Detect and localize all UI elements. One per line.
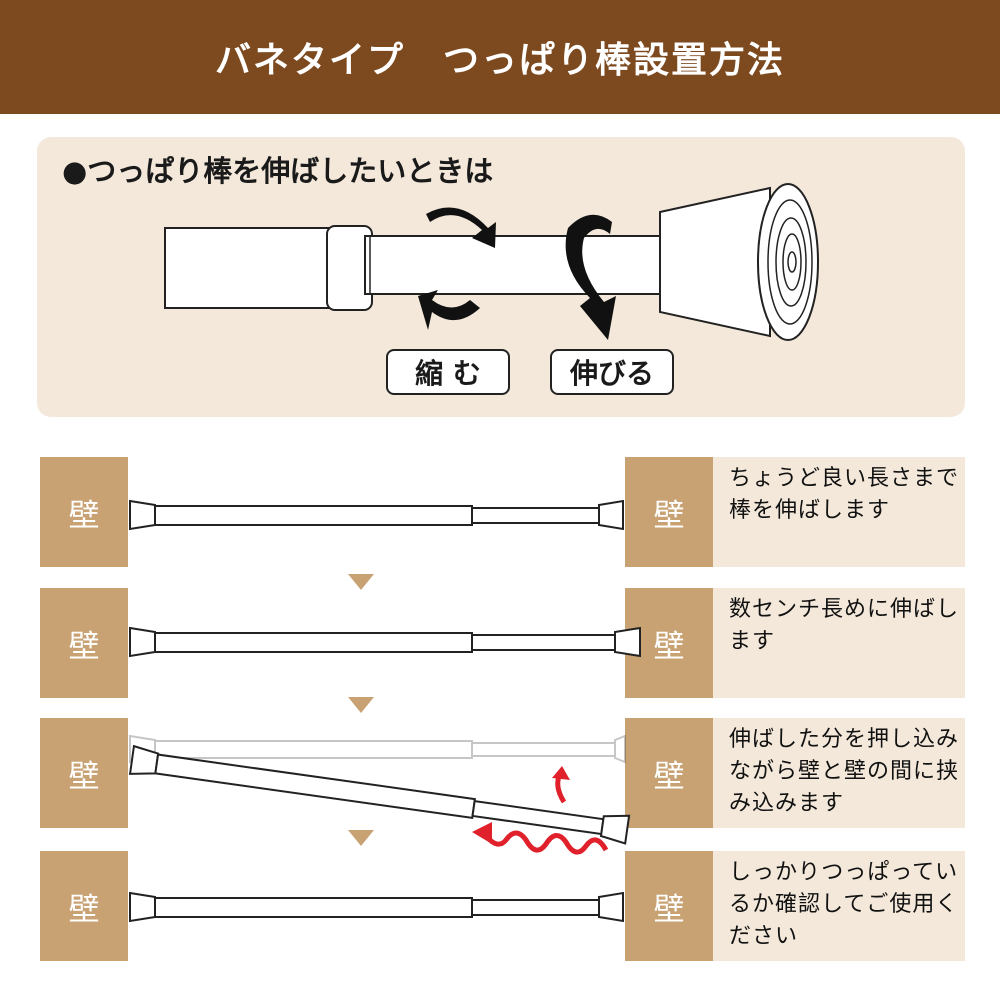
step-1: 壁 壁 ちょうど良い長さまで棒を伸ばします <box>40 457 965 567</box>
step-text: ちょうど良い長さまで棒を伸ばします <box>729 466 960 523</box>
shrink-label: 縮 む <box>386 349 510 395</box>
down-triangle-icon <box>348 830 374 846</box>
step-description: 伸ばした分を押し込みながら壁と壁の間に挟み込みます <box>713 718 965 828</box>
step-2: 壁 壁 数センチ長めに伸ばします <box>40 588 965 698</box>
step-description: ちょうど良い長さまで棒を伸ばします <box>713 457 965 567</box>
wall-left: 壁 <box>40 588 128 698</box>
header-banner: バネタイプ つっぱり棒設置方法 <box>0 0 1000 114</box>
extend-label: 伸びる <box>550 349 674 395</box>
step-4: 壁 壁 しっかりつっぱっているか確認してご使用ください <box>40 851 965 961</box>
inner-rod <box>364 235 676 295</box>
rotate-arrow-icon <box>565 214 616 340</box>
outer-tube <box>164 227 341 309</box>
rod-figure <box>129 891 624 923</box>
down-triangle-icon <box>348 697 374 713</box>
page-title: バネタイプ つっぱり棒設置方法 <box>214 40 785 81</box>
rod-figure <box>129 626 641 658</box>
down-triangle-icon <box>348 574 374 590</box>
step-text: 数センチ長めに伸ばします <box>729 597 960 654</box>
rod-figure <box>129 499 624 531</box>
wall-left: 壁 <box>40 718 128 828</box>
step-text: しっかりつっぱっているか確認してご使用ください <box>729 860 959 949</box>
wall-right: 壁 <box>625 851 713 961</box>
wall-left: 壁 <box>40 457 128 567</box>
end-cap <box>659 186 771 338</box>
wall-right: 壁 <box>625 457 713 567</box>
up-arrow-icon <box>552 766 570 804</box>
step-description: 数センチ長めに伸ばします <box>713 588 965 698</box>
rod-figure <box>128 734 631 855</box>
step-text: 伸ばした分を押し込みながら壁と壁の間に挟み込みます <box>729 727 960 816</box>
rod-illustration <box>164 183 819 341</box>
step-3: 壁 壁 伸ばした分を押し込みながら壁と壁の間に挟み込みます <box>40 718 965 855</box>
wall-right: 壁 <box>625 718 713 828</box>
wall-left: 壁 <box>40 851 128 961</box>
step-description: しっかりつっぱっているか確認してご使用ください <box>713 851 965 961</box>
wavy-arrow-icon <box>472 822 609 855</box>
extend-heading: ●つっぱり棒を伸ばしたいときは <box>62 154 494 188</box>
rotate-arrow-icon <box>418 207 496 330</box>
